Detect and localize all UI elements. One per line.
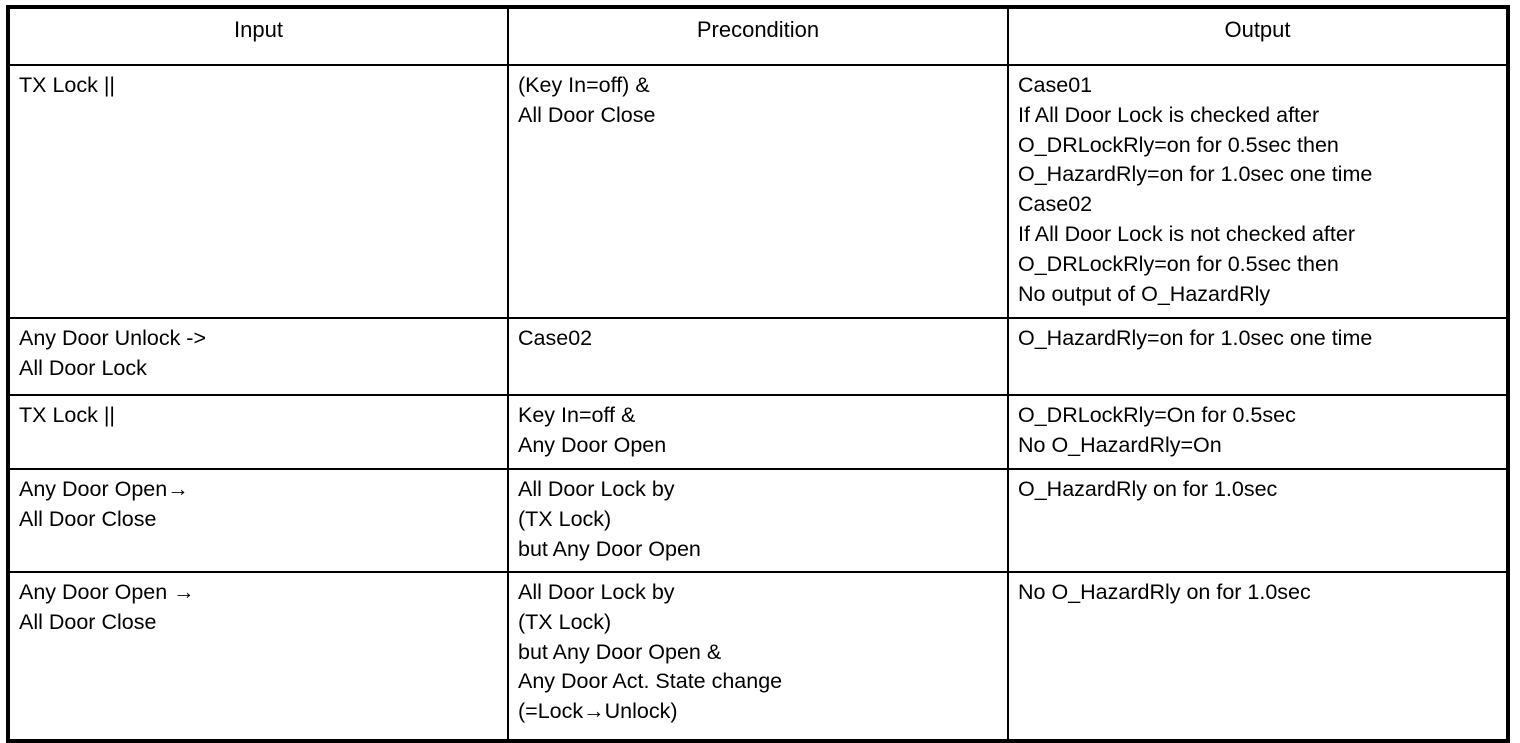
cell-input: Any Door Unlock -> All Door Lock [8, 317, 509, 396]
cell-text: All Door Lock by (TX Lock) but Any Door … [518, 477, 701, 561]
cell-output: O_DRLockRly=On for 0.5sec No O_HazardRly… [1007, 394, 1508, 470]
cell-text: Key In=off & Any Door Open [518, 403, 667, 457]
cell-input: TX Lock || [8, 394, 509, 470]
cell-text: Any Door Open→ All Door Close [19, 477, 189, 531]
cell-text: Any Door Unlock -> All Door Lock [19, 326, 207, 380]
cell-output: Case01 If All Door Lock is checked after… [1007, 64, 1508, 319]
cell-input: TX Lock || [8, 64, 509, 319]
cell-input: Any Door Open → All Door Close [8, 571, 509, 741]
cell-text: TX Lock || [19, 403, 116, 427]
cell-text: (Key In=off) & All Door Close [518, 73, 656, 127]
table-row: TX Lock || (Key In=off) & All Door Close… [8, 64, 1508, 319]
requirements-table: Input Precondition Output TX Lock || (Ke… [6, 5, 1510, 743]
cell-precondition: All Door Lock by (TX Lock) but Any Door … [507, 571, 1009, 741]
table-body: TX Lock || (Key In=off) & All Door Close… [8, 64, 1508, 741]
cell-text: No O_HazardRly on for 1.0sec [1018, 580, 1311, 604]
cell-input: Any Door Open→ All Door Close [8, 468, 509, 573]
table-header: Input Precondition Output [8, 7, 1508, 66]
table-row: Any Door Open → All Door Close All Door … [8, 571, 1508, 741]
cell-text: TX Lock || [19, 73, 116, 97]
cell-text: Any Door Open → All Door Close [19, 580, 195, 634]
cell-output: No O_HazardRly on for 1.0sec [1007, 571, 1508, 741]
table-row: TX Lock || Key In=off & Any Door Open O_… [8, 394, 1508, 470]
cell-output: O_HazardRly on for 1.0sec [1007, 468, 1508, 573]
table-row: Any Door Open→ All Door Close All Door L… [8, 468, 1508, 573]
table-row: Any Door Unlock -> All Door Lock Case02 … [8, 317, 1508, 396]
page-canvas: Input Precondition Output TX Lock || (Ke… [6, 5, 1510, 743]
cell-text: O_HazardRly=on for 1.0sec one time [1018, 326, 1373, 350]
header-row: Input Precondition Output [8, 7, 1508, 66]
column-header-input: Input [8, 7, 509, 66]
cell-precondition: Key In=off & Any Door Open [507, 394, 1009, 470]
cell-text: Case01 If All Door Lock is checked after… [1018, 73, 1373, 306]
cell-precondition: All Door Lock by (TX Lock) but Any Door … [507, 468, 1009, 573]
column-header-precondition: Precondition [507, 7, 1009, 66]
cell-text: All Door Lock by (TX Lock) but Any Door … [518, 580, 783, 724]
cell-precondition: Case02 [507, 317, 1009, 396]
column-header-output: Output [1007, 7, 1508, 66]
cell-text: O_HazardRly on for 1.0sec [1018, 477, 1278, 501]
cell-output: O_HazardRly=on for 1.0sec one time [1007, 317, 1508, 396]
cell-text: O_DRLockRly=On for 0.5sec No O_HazardRly… [1018, 403, 1296, 457]
cell-text: Case02 [518, 326, 593, 350]
cell-precondition: (Key In=off) & All Door Close [507, 64, 1009, 319]
